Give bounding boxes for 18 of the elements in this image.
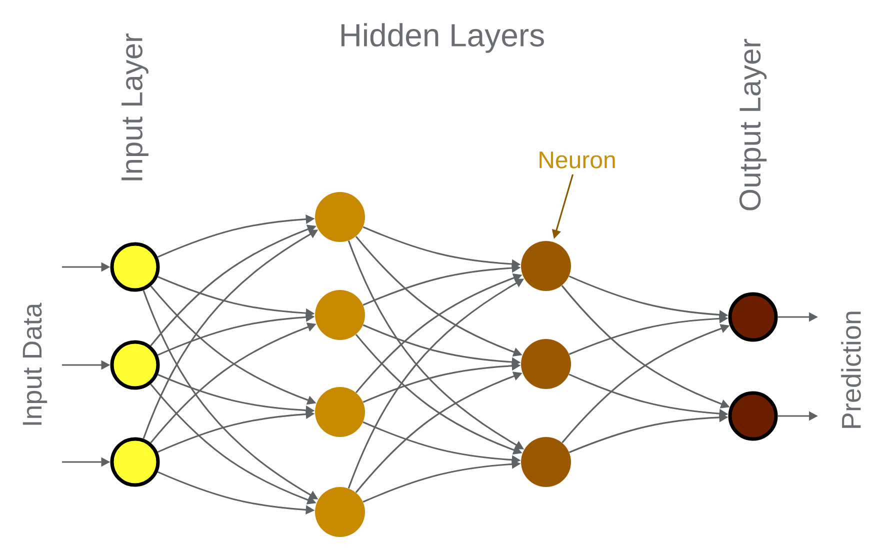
neuron-circle [315,290,365,340]
neuron-circle [521,437,571,487]
neuron-circle [315,192,365,242]
neuron-circle [110,242,160,292]
neuron-circle [110,437,160,487]
neuron-circle [315,487,365,537]
neuron-circle [728,292,778,342]
neuron-circle [521,241,571,291]
neuron-circle [728,391,778,441]
layer-label: Prediction [841,312,861,428]
neuron-circle [110,340,160,390]
heading: Hidden Layers [341,23,544,53]
layer-label: Input Data [22,302,48,425]
neuron-label: Neuron [540,152,615,168]
neuron-circle [521,339,571,389]
neuron-circle [315,387,365,437]
layer-label: Input Layer [122,34,148,180]
layer-label: Output Layer [739,38,767,210]
